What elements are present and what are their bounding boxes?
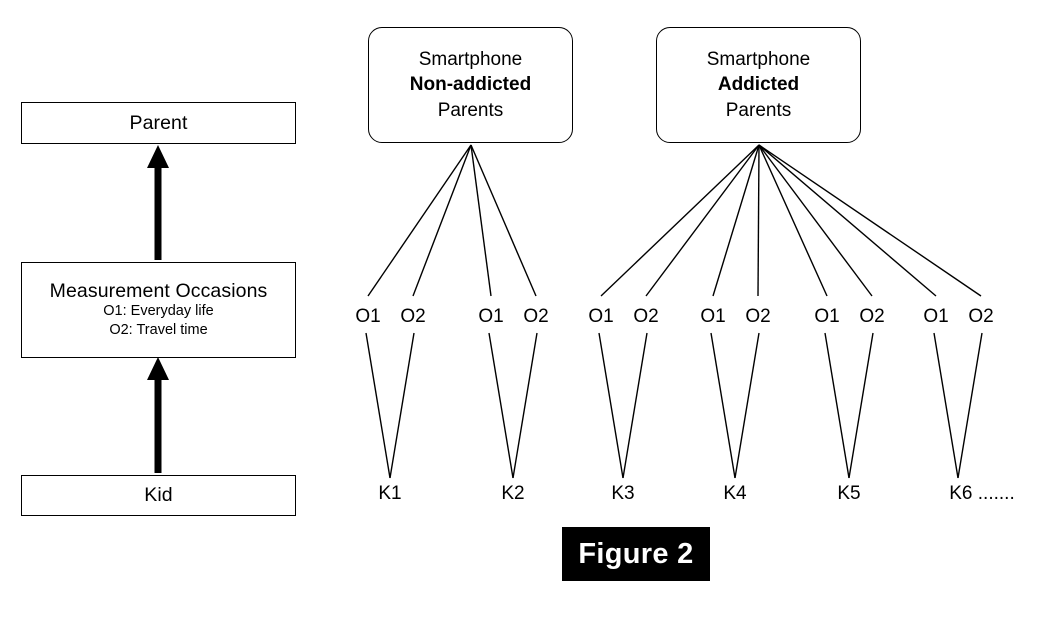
- group-box-addicted-line-2: Addicted: [717, 74, 800, 96]
- occasion-label-k2-o2: O2: [523, 306, 549, 327]
- occasion-label-k4-o1: O1: [700, 306, 726, 327]
- level-box-kid-title: Kid: [144, 484, 173, 507]
- level-box-parent-title: Parent: [129, 111, 188, 134]
- kid-label-k2: K2: [501, 483, 525, 504]
- edges-addicted-to-occasions: [600, 144, 982, 297]
- kid-label-k6: K6 .......: [949, 483, 1015, 504]
- occasion-label-k3-o2: O2: [633, 306, 659, 327]
- group-box-non-addicted-line-3: Parents: [437, 99, 504, 121]
- kid-label-k4: K4: [723, 483, 747, 504]
- level-box-parent: Parent: [21, 102, 296, 144]
- occasion-label-k4-o2: O2: [745, 306, 771, 327]
- occasion-label-k6-o1: O1: [923, 306, 949, 327]
- edges-non-addicted-to-occasions: [367, 144, 537, 297]
- occasion-label-k5-o2: O2: [859, 306, 885, 327]
- group-box-non-addicted-line-2: Non-addicted: [409, 74, 532, 96]
- figure-caption-label: Figure 2: [578, 537, 694, 570]
- occasion-legend-o1: O1: Everyday life: [103, 303, 214, 320]
- occasion-label-k1-o2: O2: [400, 306, 426, 327]
- edges-occasions-to-kids: [365, 332, 983, 479]
- group-box-addicted-line-1: Smartphone: [706, 49, 811, 71]
- kid-label-k3: K3: [611, 483, 635, 504]
- group-box-addicted: Smartphone Addicted Parents: [656, 27, 861, 143]
- level-box-measurement-occasions-title: Measurement Occasions: [49, 279, 268, 302]
- occasion-label-k5-o1: O1: [814, 306, 840, 327]
- occasion-legend-o2: O2: Travel time: [109, 322, 208, 339]
- kid-label-k5: K5: [837, 483, 861, 504]
- figure-caption: Figure 2: [562, 527, 710, 581]
- arrow-occasions-to-parent: [147, 145, 169, 260]
- group-box-non-addicted: Smartphone Non-addicted Parents: [368, 27, 573, 143]
- occasion-label-k6-o2: O2: [968, 306, 994, 327]
- level-box-measurement-occasions: Measurement Occasions O1: Everyday life …: [21, 262, 296, 358]
- occasion-label-k2-o1: O1: [478, 306, 504, 327]
- occasion-label-k3-o1: O1: [588, 306, 614, 327]
- level-box-kid: Kid: [21, 475, 296, 516]
- occasion-label-k1-o1: O1: [355, 306, 381, 327]
- arrow-kid-to-occasions: [147, 357, 169, 473]
- group-box-addicted-line-3: Parents: [725, 99, 792, 121]
- group-box-non-addicted-line-1: Smartphone: [418, 49, 523, 71]
- kid-label-k1: K1: [378, 483, 402, 504]
